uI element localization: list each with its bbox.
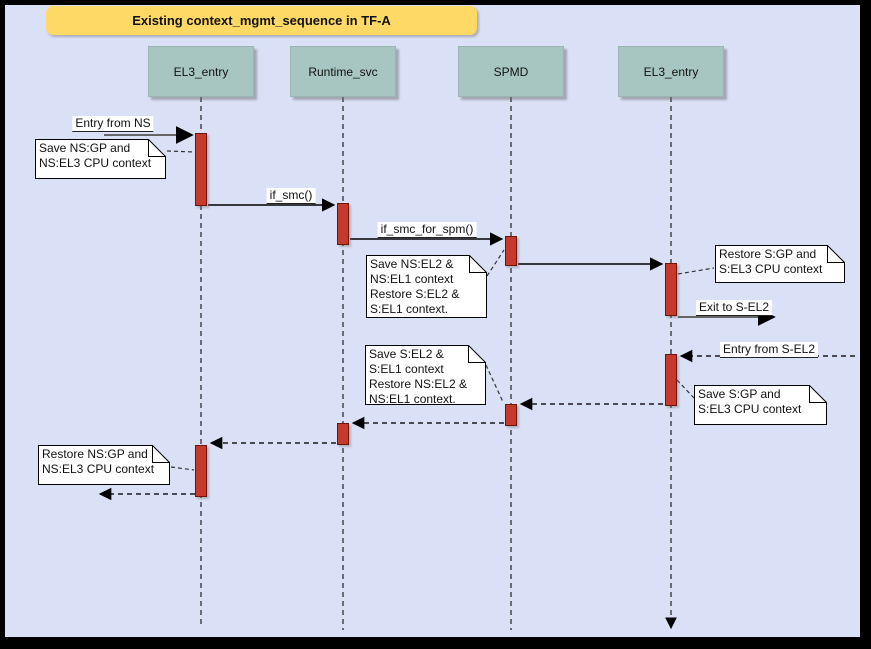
note-text: Save NS:EL2 & NS:EL1 context Restore S:E… (370, 257, 460, 316)
activation-el3-entry-2-a[interactable] (665, 263, 677, 316)
lifeline-header-label: SPMD (493, 64, 529, 79)
note-shape (715, 245, 845, 283)
note-save-ns-gp[interactable]: Save NS:GP and NS:EL3 CPU context (35, 139, 166, 179)
note-text: Save NS:GP and NS:EL3 CPU context (39, 141, 152, 170)
lifeline-header-el3-entry-1[interactable]: EL3_entry (148, 46, 254, 97)
lifeline-header-spmd[interactable]: SPMD (458, 46, 564, 97)
lifeline-header-runtime-svc[interactable]: Runtime_svc (290, 46, 396, 97)
activation-spmd-a[interactable] (505, 236, 517, 266)
lifeline-header-label: EL3_entry (173, 64, 229, 79)
lifeline-header-label: EL3_entry (643, 64, 699, 79)
message-label-exit-to-sel2: Exit to S-EL2 (695, 300, 773, 316)
message-label-entry-from-sel2: Entry from S-EL2 (719, 342, 819, 358)
note-restore-ns-gp[interactable]: Restore NS:GP and NS:EL3 CPU context (38, 445, 170, 485)
message-label-if-smc: if_smc() (266, 188, 316, 204)
activation-el3-entry-2-b[interactable] (665, 354, 677, 406)
note-save-s-gp[interactable]: Save S:GP and S:EL3 CPU context (694, 385, 827, 425)
note-shape (366, 255, 487, 318)
activation-runtime-svc-b[interactable] (337, 423, 349, 445)
note-text: Save S:EL2 & S:EL1 context Restore NS:EL… (369, 347, 468, 406)
note-shape (694, 385, 827, 425)
activation-el3-entry-1-a[interactable] (195, 133, 207, 206)
note-shape (35, 139, 166, 179)
note-save-s-el2[interactable]: Save S:EL2 & S:EL1 context Restore NS:EL… (365, 345, 486, 406)
lifeline-header-label: Runtime_svc (308, 64, 378, 79)
note-text: Save S:GP and S:EL3 CPU context (698, 387, 802, 416)
activation-el3-entry-1-b[interactable] (195, 445, 207, 497)
note-text: Restore S:GP and S:EL3 CPU context (719, 247, 823, 276)
message-label-if-smc-for-spm: if_smc_for_spm() (377, 222, 477, 238)
message-label-entry-from-ns: Entry from NS (72, 116, 154, 132)
diagram-title: Existing context_mgmt_sequence in TF-A (46, 6, 477, 35)
note-shape (38, 445, 170, 485)
activation-runtime-svc-a[interactable] (337, 203, 349, 245)
note-restore-s-gp[interactable]: Restore S:GP and S:EL3 CPU context (715, 245, 845, 283)
activation-spmd-b[interactable] (505, 404, 517, 426)
note-save-ns-el2[interactable]: Save NS:EL2 & NS:EL1 context Restore S:E… (366, 255, 487, 318)
diagram-canvas (5, 5, 860, 637)
lifeline-header-el3-entry-2[interactable]: EL3_entry (618, 46, 724, 97)
note-text: Restore NS:GP and NS:EL3 CPU context (42, 447, 155, 476)
